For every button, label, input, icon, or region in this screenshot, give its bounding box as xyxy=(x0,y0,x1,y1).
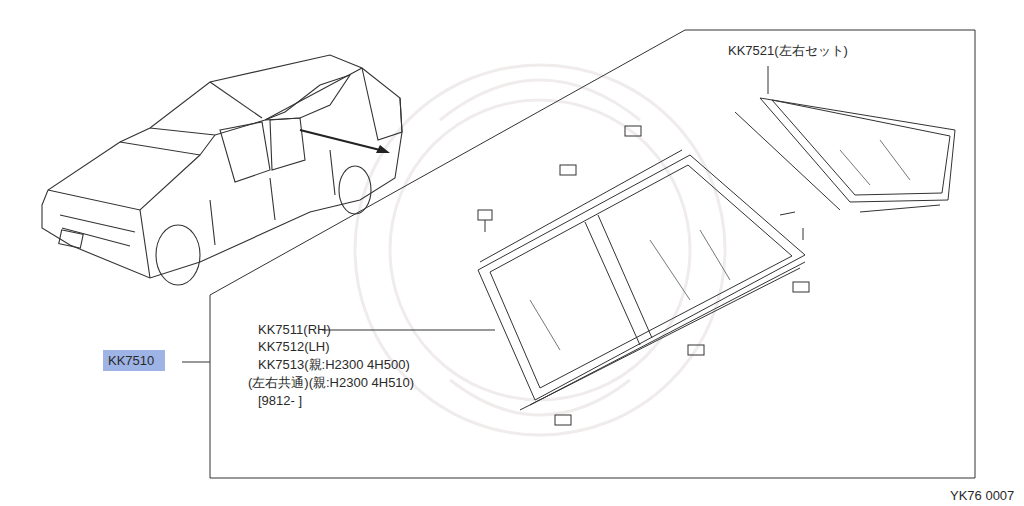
part-number: KK7512(LH) xyxy=(258,339,330,354)
part-number: KK7511(RH) xyxy=(258,322,331,337)
detail-frame xyxy=(210,30,975,478)
figure-code: YK76 0007 xyxy=(950,488,1014,503)
highlight xyxy=(103,350,165,371)
date-code: [9812- ] xyxy=(258,393,302,408)
part-number: KK7510 xyxy=(108,353,154,368)
part-number: KK7521(左右セット) xyxy=(728,43,848,58)
pointer-arrow xyxy=(300,130,380,150)
leader-lines xyxy=(182,66,768,362)
glass-clips xyxy=(478,126,809,425)
car-illustration xyxy=(42,55,402,285)
arrow-head xyxy=(376,145,390,153)
quarter-glass xyxy=(735,98,955,212)
door-glass xyxy=(478,150,805,410)
part-number: KK7513(親:H2300 4H500) xyxy=(258,357,410,372)
part-note: (左右共通)(親:H2300 4H510) xyxy=(248,375,414,390)
